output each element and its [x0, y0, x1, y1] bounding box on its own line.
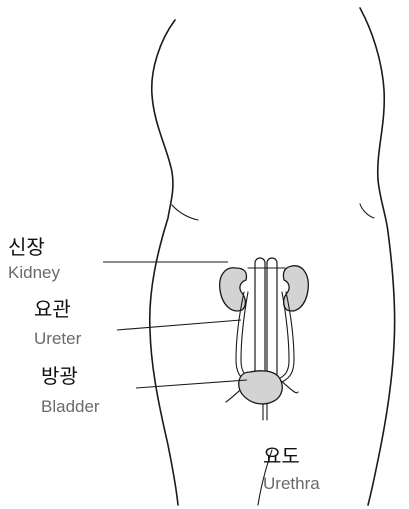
right-kidney: [283, 266, 308, 311]
urethra: [263, 404, 267, 420]
bladder-label-en: Bladder: [41, 397, 100, 416]
aorta: [255, 258, 265, 378]
kidney-label-ko: 신장: [8, 235, 45, 259]
ureter-leader: [117, 320, 241, 330]
ureter-label-ko: 요관: [34, 297, 71, 321]
urethra-label-en: Urethra: [263, 474, 320, 493]
left-waist-crease: [172, 205, 198, 220]
kidney-label-en: Kidney: [8, 263, 60, 282]
vena-cava: [267, 258, 277, 378]
body-outline: [150, 8, 395, 505]
bladder: [239, 371, 283, 404]
great-vessels: [248, 258, 285, 378]
body-right-contour: [360, 8, 395, 505]
left-kidney: [220, 268, 247, 311]
bladder-leader: [136, 380, 247, 388]
urethra-label-ko: 요도: [263, 444, 300, 468]
bladder-label-ko: 방광: [41, 364, 78, 388]
ureter-label-en: Ureter: [34, 329, 82, 348]
right-waist-crease: [360, 204, 374, 218]
